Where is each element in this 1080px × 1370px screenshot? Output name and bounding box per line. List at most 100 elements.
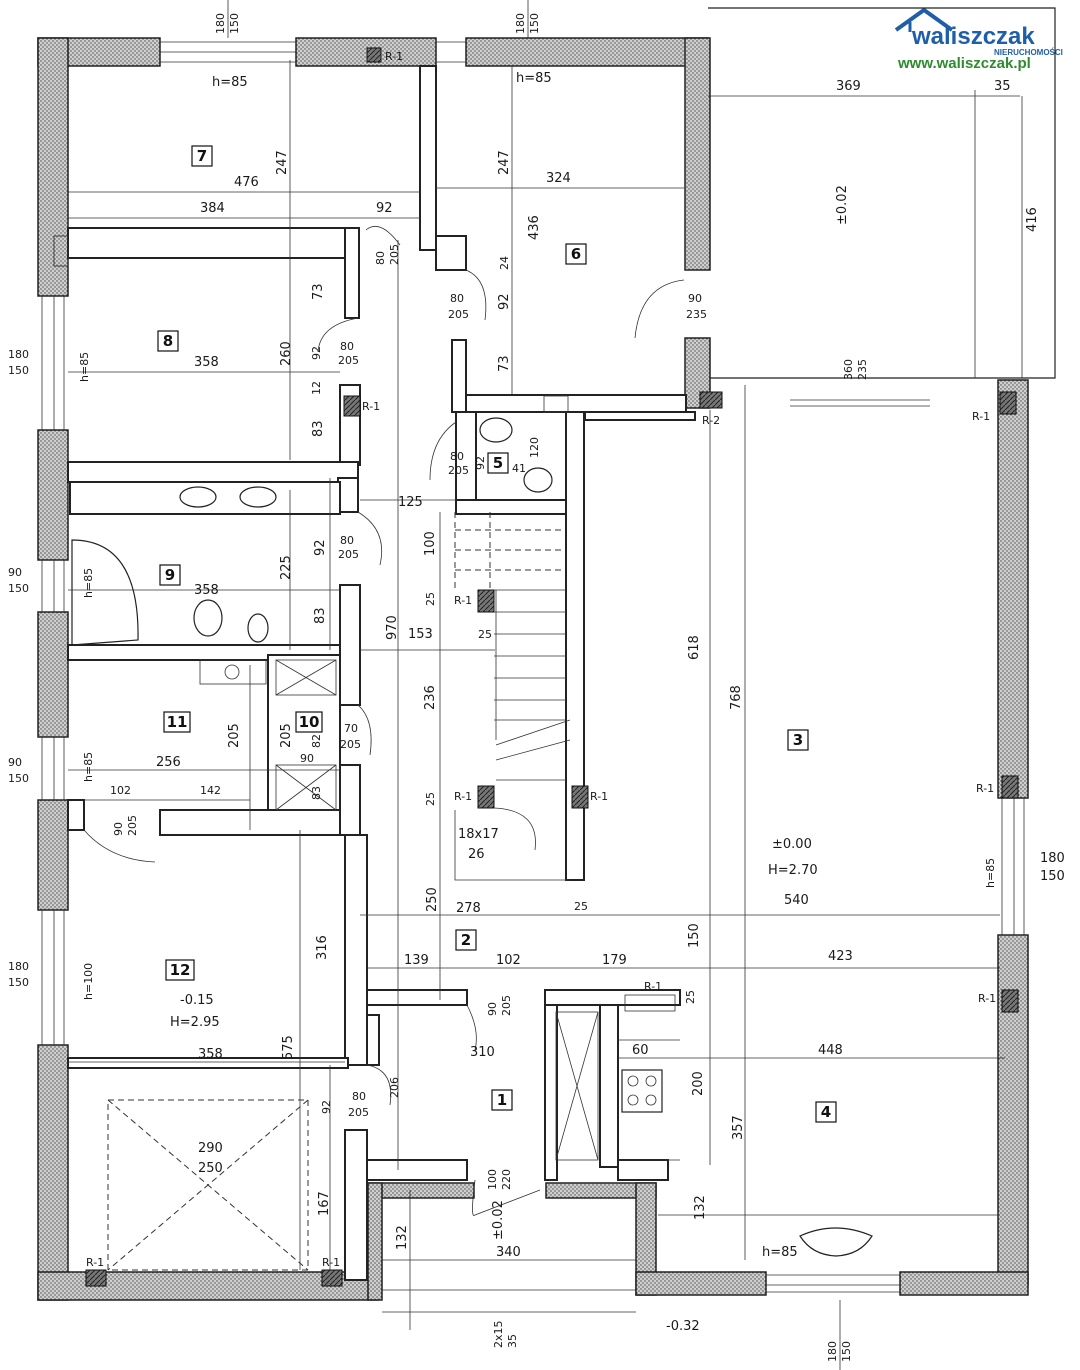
dimension-label: 25 — [478, 628, 492, 641]
dimension-label: 100 — [486, 1169, 499, 1190]
garage-parking-spot — [107, 1099, 309, 1271]
dimension-label: h=85 — [82, 752, 95, 782]
dimension-label: 180 — [8, 348, 29, 361]
dimension-label: 80 — [450, 450, 464, 463]
dimension-label: 35 — [506, 1334, 519, 1348]
dimension-label: R-1 — [385, 50, 403, 63]
dimension-label: 316 — [315, 935, 330, 960]
dimension-label: 200 — [691, 1071, 706, 1096]
house-roof-icon — [894, 7, 954, 32]
dimension-label: 310 — [470, 1045, 495, 1060]
fixtures — [53, 235, 873, 1271]
room-number: 10 — [299, 713, 320, 731]
dimension-label: R-1 — [322, 1256, 340, 1269]
dimension-label: H=2.70 — [768, 863, 818, 878]
dimension-label: 150 — [8, 364, 29, 377]
logo-name: waliszczak — [911, 23, 1035, 50]
dimension-label: 436 — [527, 215, 542, 240]
dimension-label: 80 — [450, 292, 464, 305]
dimension-label: 205 — [338, 548, 359, 561]
dimension-label: 220 — [500, 1169, 513, 1190]
dimension-label: 139 — [404, 953, 429, 968]
dimension-label: h=85 — [82, 568, 95, 598]
dimension-label: 357 — [731, 1115, 746, 1140]
dimension-label: 153 — [408, 627, 433, 642]
dimension-label: R-1 — [978, 992, 996, 1005]
dimension-texts: 180 150 h=85 R-1 180 150 h=85 369 35 416… — [8, 13, 1065, 1362]
dimension-label: 236 — [423, 685, 438, 710]
dimension-label: 92 — [474, 456, 487, 470]
dimension-label: 80 — [340, 534, 354, 547]
logo-tagline: NIERUCHOMOŚCI — [994, 48, 1063, 57]
room-12-label: 12 — [165, 959, 195, 981]
dimension-label: R-1 — [362, 400, 380, 413]
dimension-label: 247 — [497, 150, 512, 175]
dimension-label: 92 — [313, 539, 328, 556]
dimension-label: 150 — [1040, 869, 1065, 884]
dimension-label: 358 — [198, 1047, 223, 1062]
dimension-label: 250 — [425, 887, 440, 912]
room-7-label: 7 — [191, 145, 213, 167]
dimension-label: 150 — [840, 1341, 853, 1362]
dimension-label: 142 — [200, 784, 221, 797]
dimension-label: 102 — [110, 784, 131, 797]
dimension-label: 150 — [8, 976, 29, 989]
dimension-label: R-1 — [590, 790, 608, 803]
dimension-label: 70 — [344, 722, 358, 735]
dimension-label: 80 — [340, 340, 354, 353]
ventilation-icon — [624, 994, 676, 1012]
dimension-label: 132 — [693, 1195, 708, 1220]
doors — [83, 226, 685, 1216]
dimension-label: 125 — [398, 495, 423, 510]
logo: waliszczak NIERUCHOMOŚCI www.waliszczak.… — [894, 7, 1063, 72]
room-number: 6 — [571, 245, 581, 263]
dimension-label: R-1 — [86, 1256, 104, 1269]
shaft-icon — [275, 659, 337, 696]
dimension-lines — [68, 0, 1023, 1370]
logo-url[interactable]: www.waliszczak.pl — [897, 55, 1031, 72]
dimension-label: 324 — [546, 171, 571, 186]
dimension-label: 92 — [376, 201, 393, 216]
dimension-label: 90 — [8, 566, 22, 579]
room-number: 4 — [821, 1103, 831, 1121]
dimension-label: 575 — [281, 1035, 296, 1060]
dimension-label: 92 — [320, 1100, 333, 1114]
dimension-label: 26 — [468, 847, 485, 862]
columns — [85, 47, 1019, 1287]
dimension-label: 180 — [514, 13, 527, 34]
dimension-label: 100 — [423, 531, 438, 556]
dimension-label: R-1 — [976, 782, 994, 795]
dimension-label: 82 — [310, 734, 323, 748]
dimension-label: 179 — [602, 953, 627, 968]
dimension-label: h=85 — [762, 1245, 798, 1260]
sink-icon — [239, 486, 277, 508]
dimension-label: 768 — [729, 685, 744, 710]
exterior-walls — [37, 37, 1029, 1301]
terrace — [708, 7, 1056, 407]
room-number: 3 — [793, 731, 803, 749]
toilet-icon — [523, 467, 553, 493]
dimension-label: 340 — [496, 1245, 521, 1260]
dimension-label: 205 — [448, 464, 469, 477]
windows — [41, 41, 1025, 1293]
dimension-label: 83 — [310, 786, 323, 800]
dimension-label: 132 — [395, 1225, 410, 1250]
dimension-label: 150 — [228, 13, 241, 34]
dimension-label: 25 — [574, 900, 588, 913]
dimension-label: 180 — [8, 960, 29, 973]
dimension-label: R-1 — [644, 980, 662, 993]
dimension-label: 90 — [688, 292, 702, 305]
dimension-label: R-2 — [702, 414, 720, 427]
sink-icon — [179, 486, 217, 508]
dimension-label: 416 — [1025, 207, 1040, 232]
dimension-label: 970 — [385, 615, 400, 640]
dimension-label: R-1 — [454, 790, 472, 803]
dimension-label: 205 — [388, 244, 401, 265]
dimension-label: 24 — [498, 256, 511, 270]
dimension-label: 205 — [340, 738, 361, 751]
dimension-label: 250 — [198, 1161, 223, 1176]
ventilation-icon — [543, 395, 569, 413]
dimension-label: 235 — [856, 359, 869, 380]
room-number: 2 — [461, 931, 471, 949]
